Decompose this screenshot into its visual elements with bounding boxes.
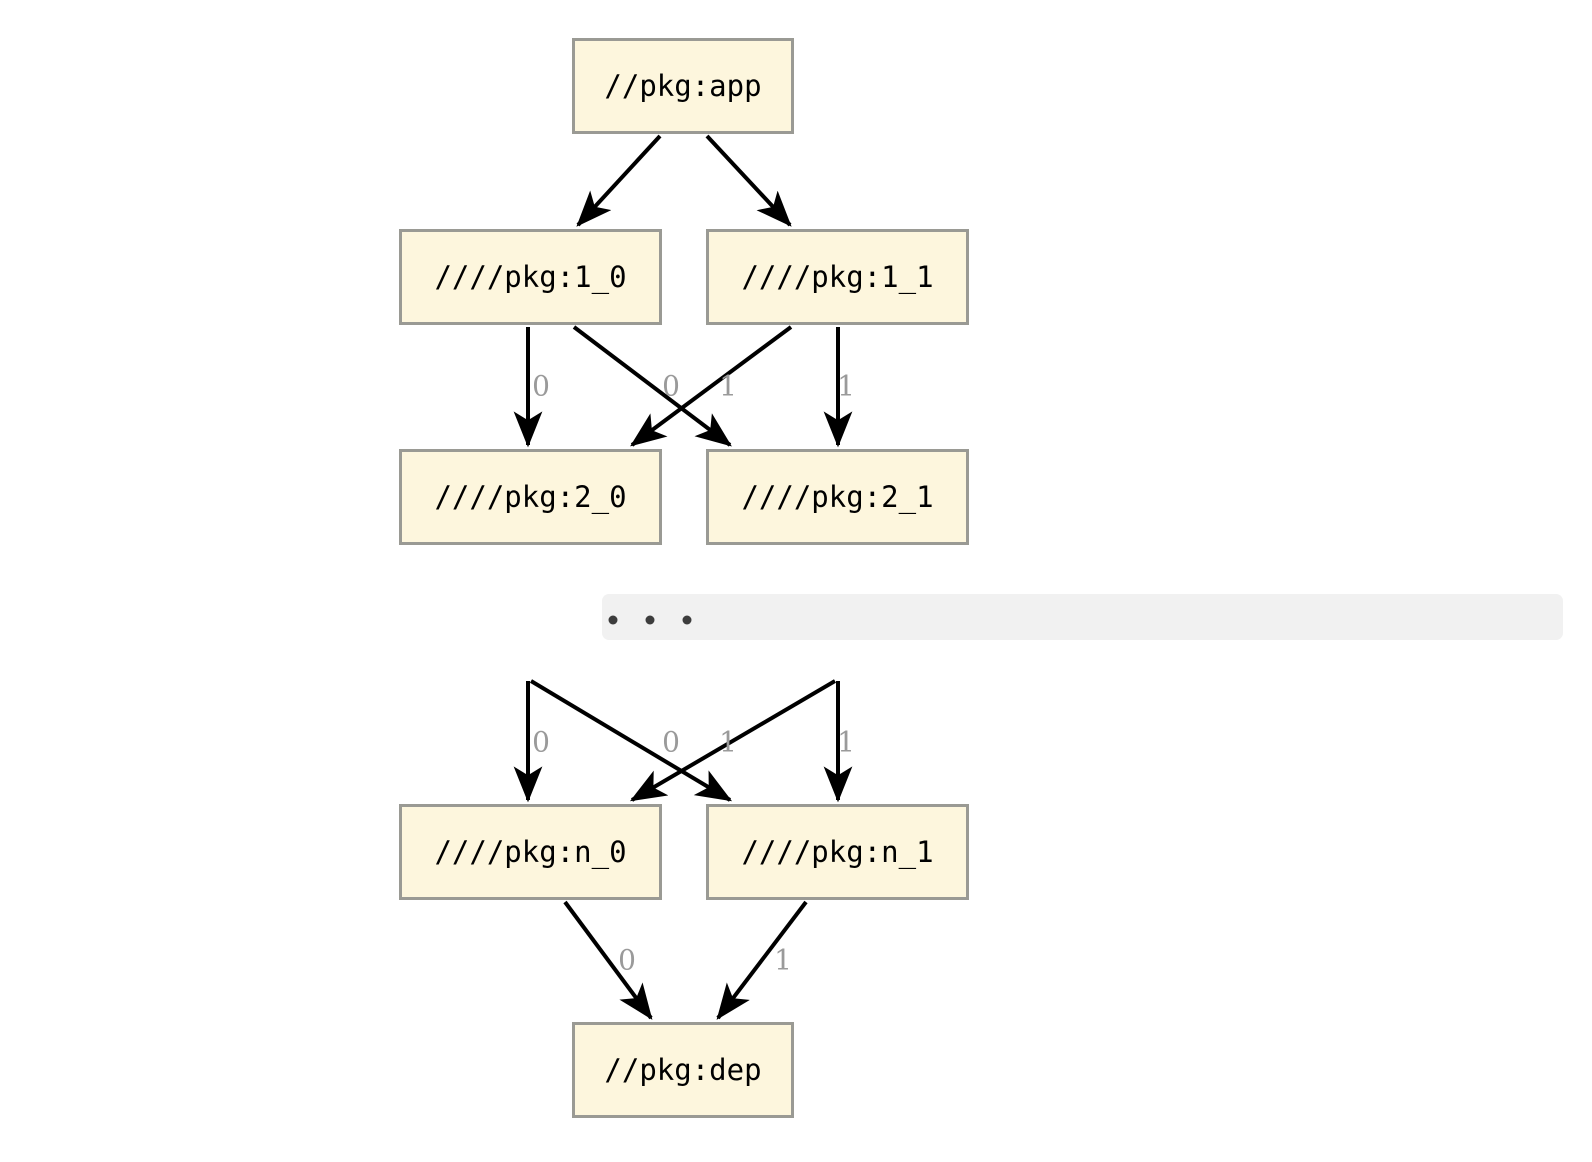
graph-node-label: ////pkg:1_0 [434, 260, 627, 294]
ellipsis-separator-band [602, 594, 1563, 640]
edge-label: 0 [662, 369, 680, 403]
graph-node-label: ////pkg:n_0 [434, 835, 627, 869]
graph-edge [705, 134, 792, 227]
edge-label: 1 [719, 369, 737, 403]
graph-node-label: ////pkg:2_1 [741, 480, 934, 514]
edges-group [513, 134, 853, 1020]
graph-node-label: //pkg:app [604, 69, 762, 103]
graph-edge [576, 134, 662, 227]
ellipsis-dot [645, 615, 655, 625]
graph-edge [572, 325, 732, 447]
ellipsis-dot [682, 615, 692, 625]
edge-label: 1 [837, 725, 855, 759]
graph-edge [529, 679, 733, 802]
edge-label: 0 [662, 725, 680, 759]
graph-edge [563, 900, 653, 1020]
graph-node-n2_1[interactable]: ////pkg:2_1 [706, 449, 969, 545]
edge-label: 0 [532, 369, 550, 403]
graph-node-label: ////pkg:2_0 [434, 480, 627, 514]
graph-node-nn_0[interactable]: ////pkg:n_0 [399, 804, 662, 900]
edge-label: 1 [774, 943, 792, 977]
edge-label: 0 [532, 725, 550, 759]
graph-node-n1_0[interactable]: ////pkg:1_0 [399, 229, 662, 325]
edge-label: 1 [837, 369, 855, 403]
edge-label: 1 [719, 725, 737, 759]
graph-node-nn_1[interactable]: ////pkg:n_1 [706, 804, 969, 900]
graph-node-app[interactable]: //pkg:app [572, 38, 794, 134]
edge-label: 0 [618, 943, 636, 977]
graph-node-dep[interactable]: //pkg:dep [572, 1022, 794, 1118]
ellipsis-dot [608, 615, 618, 625]
graph-edge [629, 679, 837, 802]
graph-node-n1_1[interactable]: ////pkg:1_1 [706, 229, 969, 325]
graph-node-label: ////pkg:n_1 [741, 835, 934, 869]
graph-node-label: ////pkg:1_1 [741, 260, 934, 294]
graph-edge [716, 900, 808, 1020]
graph-edge [630, 325, 793, 447]
graph-node-n2_0[interactable]: ////pkg:2_0 [399, 449, 662, 545]
graph-node-label: //pkg:dep [604, 1053, 762, 1087]
